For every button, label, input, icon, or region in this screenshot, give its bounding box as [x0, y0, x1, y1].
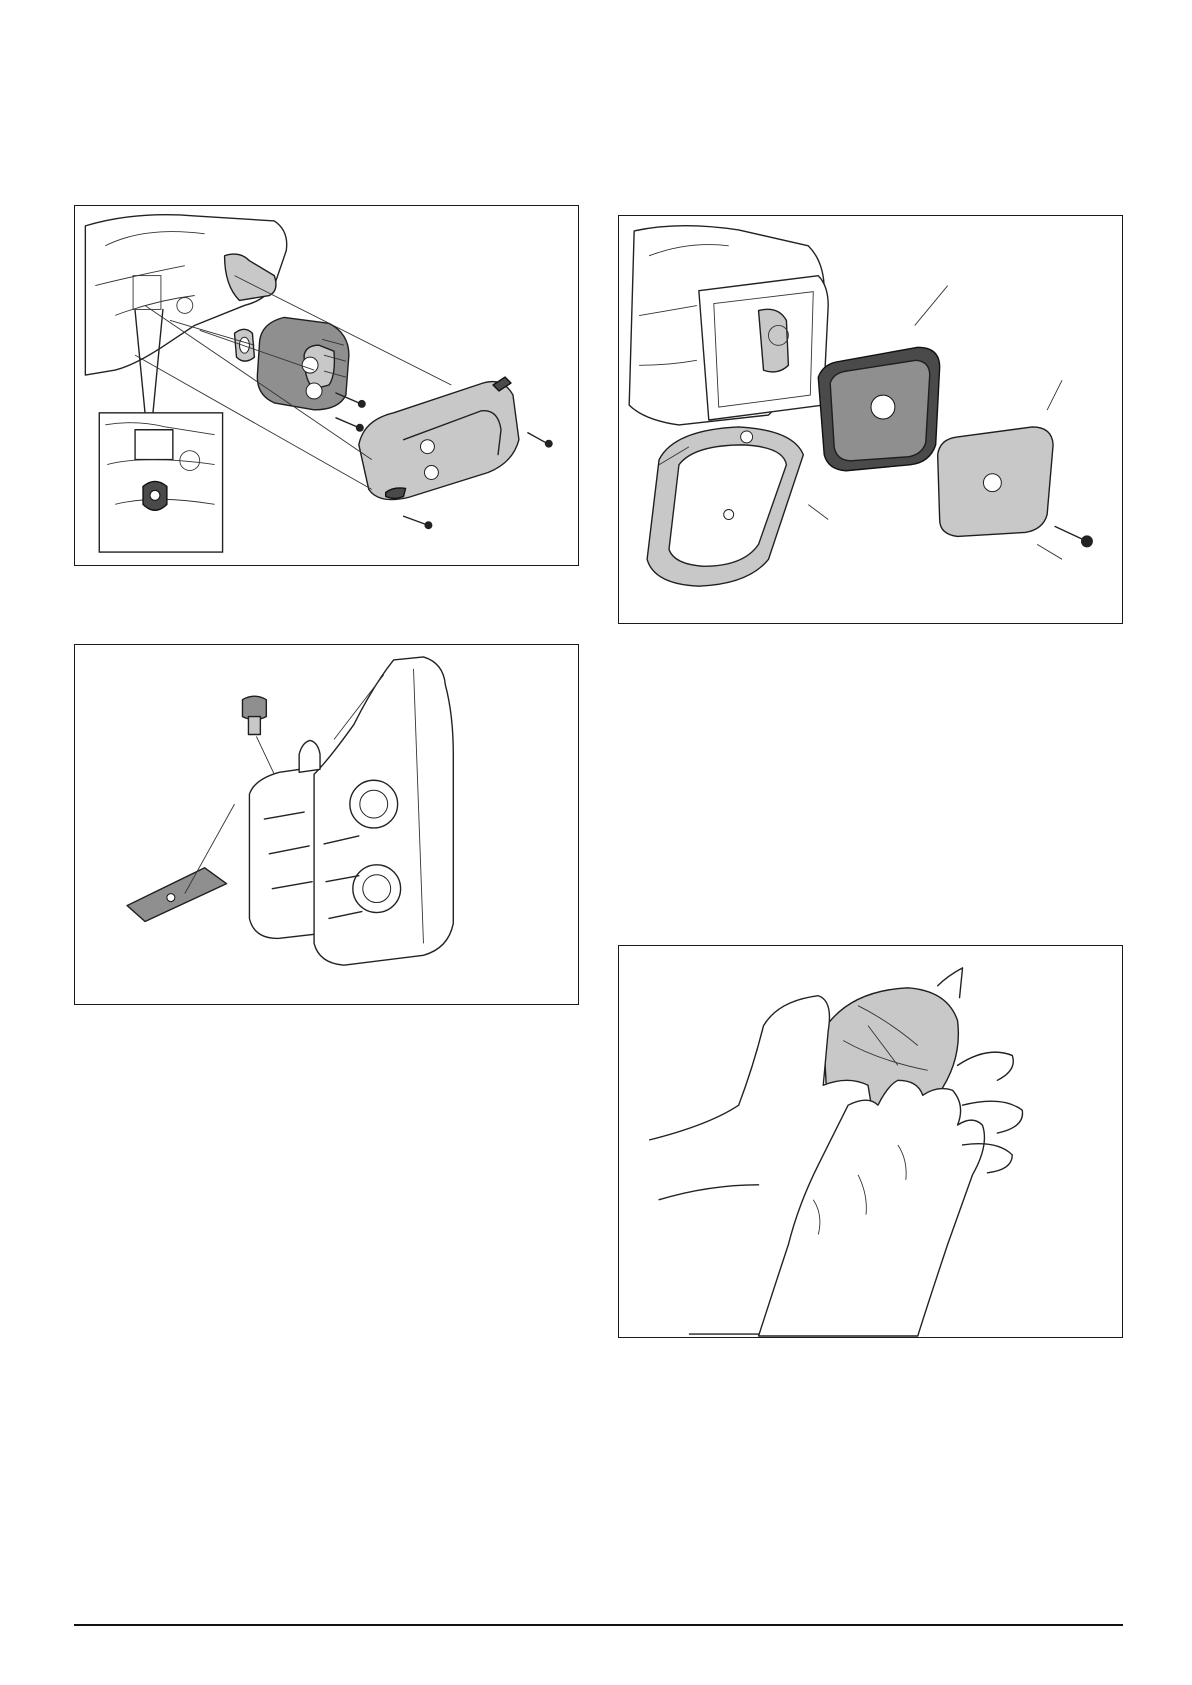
gasket-icon	[235, 329, 255, 361]
engine-housing-icon	[85, 215, 286, 375]
muffler-body-icon	[257, 317, 349, 409]
air-filter-exploded-illustration	[619, 216, 1122, 623]
air-filter-icon	[938, 427, 1053, 536]
muffler-icon	[249, 657, 453, 965]
air-filter-exploded-figure	[618, 215, 1123, 624]
spark-arrester-screen-icon	[127, 868, 226, 922]
muffler-cover-icon	[359, 377, 519, 500]
muffler-spark-screen-illustration	[75, 645, 578, 1004]
footer-rule	[74, 1624, 1123, 1626]
filter-cover-icon	[818, 347, 939, 470]
filter-holder-icon	[647, 427, 803, 586]
engine-housing-icon	[629, 226, 828, 425]
muffler-spark-screen-figure	[74, 644, 579, 1005]
hands-washing-filter-illustration	[619, 946, 1122, 1337]
muffler-exploded-illustration	[75, 206, 578, 565]
hands-washing-filter-figure	[618, 945, 1123, 1338]
screw-icon	[1055, 526, 1093, 547]
muffler-exploded-figure	[74, 205, 579, 566]
